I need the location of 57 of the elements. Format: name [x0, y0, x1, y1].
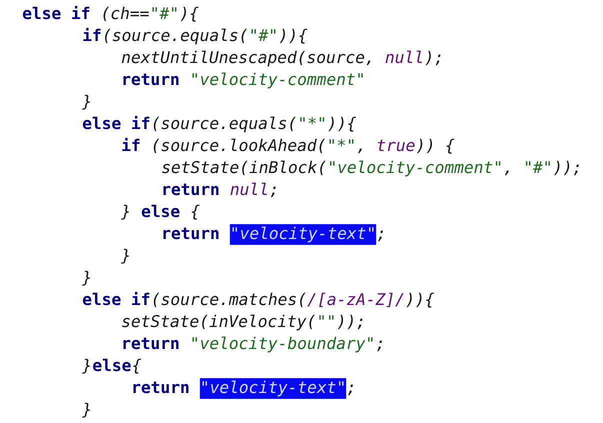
code-text: (source.matches( [154, 292, 306, 308]
literal-value: /[a-zA-Z]/ [307, 292, 404, 308]
code-text: )){ [328, 116, 356, 132]
code-text: } [121, 248, 129, 264]
keyword: else if [82, 292, 150, 306]
keyword: else [142, 204, 180, 218]
code-text: { [133, 358, 142, 374]
highlighted-string: "velocity-text" [230, 224, 376, 245]
code-text: )); [554, 160, 579, 176]
code-text: setState(inBlock( [162, 160, 326, 176]
code-text: , [504, 170, 509, 176]
code-text: (source.lookAhead( [154, 138, 325, 154]
code-text: { [192, 204, 200, 220]
code-text: ; [270, 186, 276, 198]
code-text: ); [426, 50, 440, 66]
code-text: (ch== [104, 6, 149, 22]
highlighted-string: "velocity-text" [200, 378, 346, 399]
keyword: return [164, 184, 218, 196]
string-literal: "velocity-comment" [330, 160, 500, 176]
string-literal: "#" [526, 161, 550, 173]
keyword: if [83, 28, 101, 41]
code-text: , [358, 148, 362, 154]
string-literal: "velocity-boundary" [192, 336, 372, 352]
keyword: else if [82, 116, 150, 130]
code-text: nextUntilUnescaped(source, [122, 50, 370, 66]
code-text: } [82, 402, 90, 418]
keyword: else if [22, 6, 90, 20]
string-literal: "velocity-comment" [192, 72, 363, 88]
code-text: )){ [406, 292, 434, 308]
literal-value: null [386, 50, 422, 64]
string-literal: "#" [152, 7, 176, 19]
code-text: )){ [280, 28, 308, 44]
code-text: ; [378, 230, 383, 242]
literal-value: true [378, 140, 415, 152]
code-text: } [121, 204, 129, 220]
keyword: return [124, 338, 178, 350]
code-text: } [82, 358, 90, 374]
string-literal: "*" [330, 138, 354, 146]
string-literal: "#" [251, 29, 276, 41]
code-text: } [82, 270, 90, 286]
keyword: return [164, 228, 218, 240]
keyword: return [124, 74, 178, 86]
code-text: } [82, 94, 90, 110]
string-literal: "*" [300, 116, 324, 124]
code-text: (source.equals( [105, 28, 247, 44]
string-literal: "" [319, 315, 334, 320]
keyword: if [122, 138, 140, 151]
code-text: )); [338, 314, 362, 330]
code-text: ){ [180, 6, 198, 22]
code-text: )) { [416, 138, 454, 154]
keyword: return [134, 382, 188, 394]
keyword: else [93, 358, 131, 372]
literal-value: null [230, 182, 267, 196]
code-text: setState(inVelocity( [122, 314, 315, 330]
code-text: ; [348, 384, 353, 396]
code-text: (source.equals( [154, 116, 296, 132]
code-text: ; [377, 340, 382, 352]
